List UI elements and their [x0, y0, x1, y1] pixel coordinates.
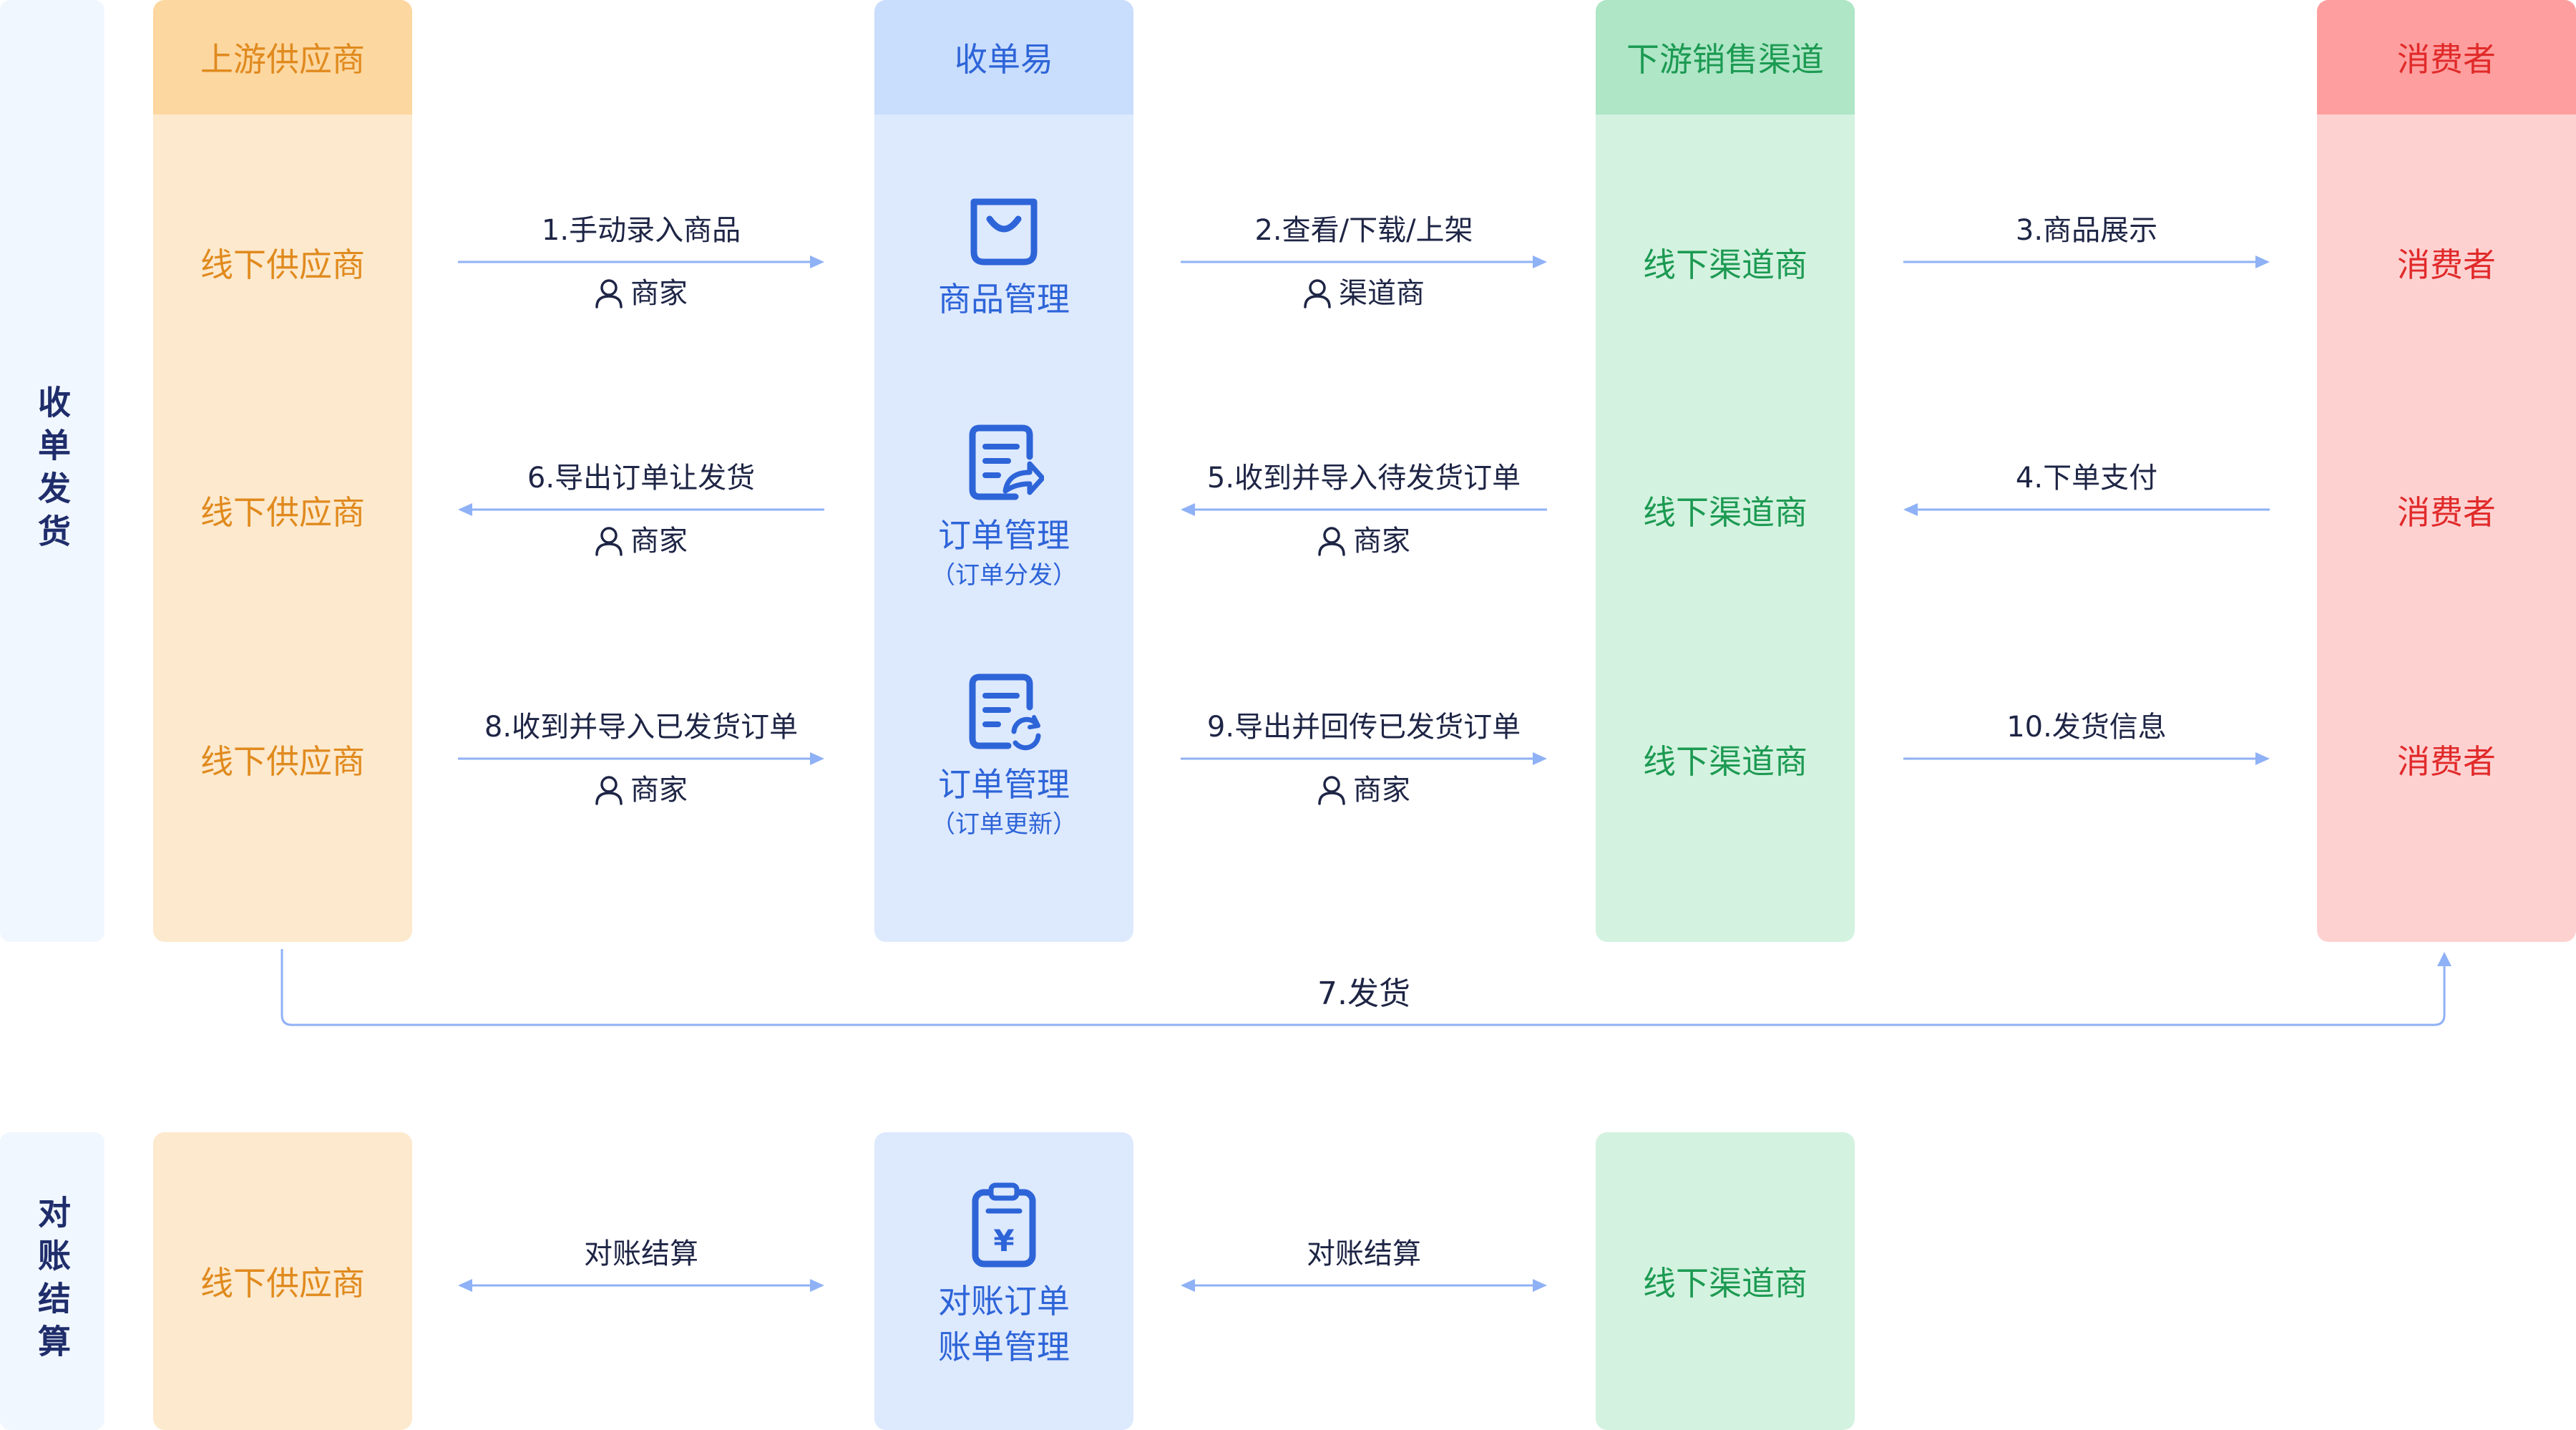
user-icon — [1318, 776, 1345, 805]
clipboard-yen-icon: ¥ — [972, 1182, 1036, 1268]
supplier-column: 上游供应商 — [153, 0, 412, 942]
flow-actor: 商家 — [455, 275, 827, 312]
flow-actor: 商家 — [1178, 522, 1550, 560]
module-name: 订单管理 — [938, 516, 1070, 555]
flow-label: 对账结算 — [1307, 1237, 1421, 1270]
consumer-column: 消费者 — [2317, 0, 2576, 942]
shopping-bag-icon — [970, 198, 1038, 266]
platform-column: 收单易 — [874, 0, 1133, 942]
arrow-right — [455, 253, 827, 271]
user-icon — [595, 776, 623, 805]
flow-4: 4.下单支付 — [1901, 459, 2273, 522]
module-product-management: 商品管理 — [874, 192, 1133, 322]
module-subtitle: （订单分发） — [931, 561, 1077, 590]
flow-10: 10.发货信息 — [1901, 709, 2273, 772]
flow-label: 对账结算 — [584, 1237, 698, 1270]
supplier-cell: 线下供应商 — [200, 245, 365, 284]
channel-cell: 线下渠道商 — [1643, 245, 1807, 284]
arrow-right — [1178, 750, 1550, 767]
module-name: 商品管理 — [938, 280, 1070, 318]
flow-label: 1.手动录入商品 — [541, 214, 741, 247]
flow-6: 6.导出订单让发货 商家 — [455, 459, 827, 560]
flow-1: 1.手动录入商品 商家 — [455, 212, 827, 312]
supplier-cell: 线下供应商 — [200, 493, 365, 532]
flow-actor: 商家 — [455, 772, 827, 809]
consumer-cell: 消费者 — [2397, 742, 2496, 781]
arrow-right — [455, 750, 827, 767]
supplier-header: 上游供应商 — [153, 0, 412, 115]
supplier-cell: 线下供应商 — [200, 742, 365, 781]
order-share-icon — [969, 424, 1044, 500]
arrow-right — [1901, 253, 2273, 271]
flow-label: 9.导出并回传已发货订单 — [1206, 711, 1521, 744]
channel-settle-box: 线下渠道商 — [1596, 1132, 1855, 1430]
section-label-reconciliation: 对账结算 — [0, 1132, 104, 1430]
flow-settle-supplier: 对账结算 — [455, 1235, 827, 1298]
flow-label: 5.收到并导入待发货订单 — [1206, 462, 1521, 495]
user-icon — [595, 527, 623, 556]
platform-header: 收单易 — [874, 0, 1133, 115]
platform-settle-box: ¥ 对账订单 账单管理 — [874, 1132, 1133, 1430]
user-icon — [1318, 527, 1345, 556]
flow-actor: 渠道商 — [1178, 275, 1550, 312]
flow-2: 2.查看/下载/上架 渠道商 — [1178, 212, 1550, 312]
flow-label: 2.查看/下载/上架 — [1254, 214, 1473, 247]
module-reconciliation: ¥ 对账订单 账单管理 — [874, 1182, 1133, 1370]
consumer-cell: 消费者 — [2397, 493, 2496, 532]
arrow-right — [1901, 750, 2273, 767]
module-name: 对账订单 — [938, 1282, 1070, 1320]
channel-cell: 线下渠道商 — [1643, 1264, 1807, 1303]
module-subtitle: （订单更新） — [931, 810, 1077, 839]
flow-5: 5.收到并导入待发货订单 商家 — [1178, 459, 1550, 560]
module-name: 订单管理 — [938, 765, 1070, 804]
module-order-update: 订单管理 （订单更新） — [874, 671, 1133, 842]
flow-label: 10.发货信息 — [2006, 711, 2167, 744]
shipping-connector — [280, 949, 2451, 1026]
arrow-left — [455, 501, 827, 518]
flow-actor: 商家 — [455, 522, 827, 560]
channel-cell: 线下渠道商 — [1643, 742, 1807, 781]
shipping-label: 7.发货 — [1317, 976, 1410, 1012]
consumer-header: 消费者 — [2317, 0, 2576, 115]
module-order-distribution: 订单管理 （订单分发） — [874, 422, 1133, 593]
channel-header: 下游销售渠道 — [1596, 0, 1855, 115]
user-icon — [595, 279, 623, 308]
flow-label: 8.收到并导入已发货订单 — [484, 711, 799, 744]
flow-9: 9.导出并回传已发货订单 商家 — [1178, 709, 1550, 809]
flow-label: 4.下单支付 — [2015, 462, 2158, 495]
user-icon — [1304, 279, 1331, 308]
flow-label: 6.导出订单让发货 — [527, 462, 756, 495]
supplier-cell: 线下供应商 — [200, 1264, 365, 1303]
flow-label: 3.商品展示 — [2015, 214, 2158, 247]
channel-cell: 线下渠道商 — [1643, 493, 1807, 532]
section-label-order-shipping: 收单发货 — [0, 0, 104, 942]
arrow-both — [455, 1277, 827, 1294]
arrow-both — [1178, 1277, 1550, 1294]
order-refresh-icon — [969, 673, 1041, 751]
flow-settle-channel: 对账结算 — [1178, 1235, 1550, 1298]
flow-3: 3.商品展示 — [1901, 212, 2273, 275]
consumer-cell: 消费者 — [2397, 245, 2496, 284]
supplier-settle-box: 线下供应商 — [153, 1132, 412, 1430]
channel-column: 下游销售渠道 — [1596, 0, 1855, 942]
arrow-left — [1901, 501, 2273, 518]
arrow-left — [1178, 501, 1550, 518]
module-name-secondary: 账单管理 — [938, 1328, 1070, 1366]
flow-8: 8.收到并导入已发货订单 商家 — [455, 709, 827, 809]
arrow-right — [1178, 253, 1550, 271]
svg-text:¥: ¥ — [993, 1223, 1014, 1258]
flow-actor: 商家 — [1178, 772, 1550, 809]
